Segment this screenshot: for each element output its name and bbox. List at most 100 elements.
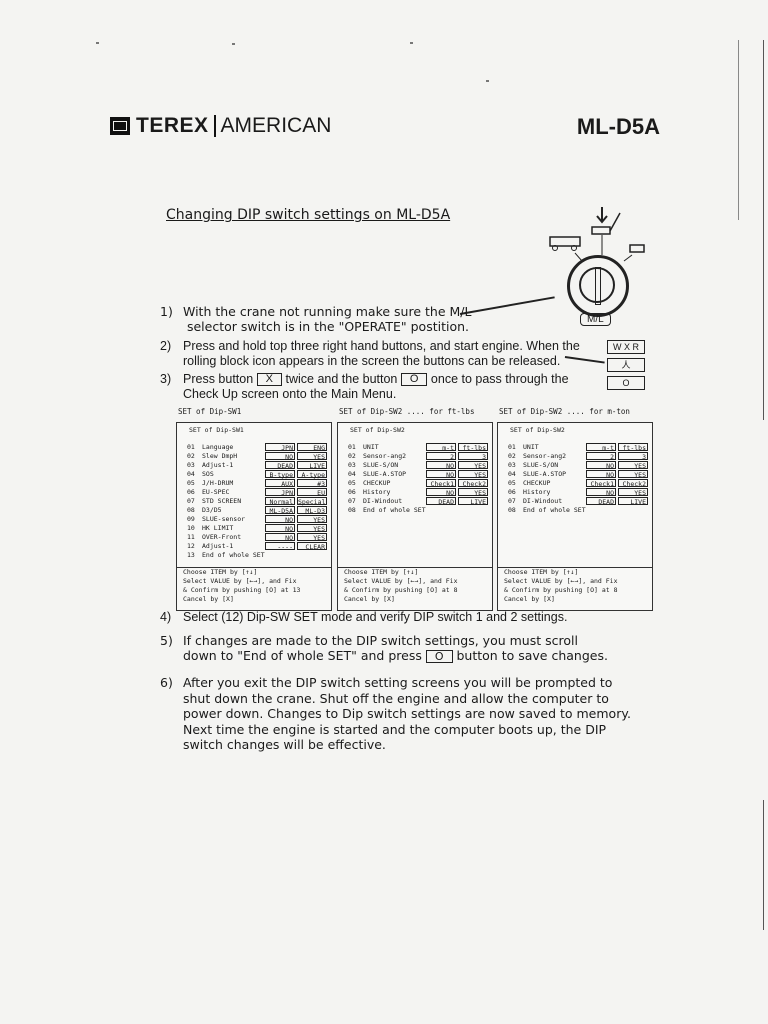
model-number: ML-D5A	[576, 114, 660, 139]
dip-setting-row: 13 End of whole SET	[187, 551, 265, 559]
option-value-2: ML-D3	[297, 506, 327, 515]
scan-speck	[232, 43, 235, 45]
panel-instructions: Choose ITEM by [↑↓]Select VALUE by [←→],…	[338, 567, 492, 610]
option-value-1: Check1	[586, 479, 616, 488]
option-value-2: LIVE	[618, 497, 648, 506]
option-value-2: CLEAR	[297, 542, 327, 551]
option-value-1: ML-D5A	[265, 506, 295, 515]
option-value-2: YES	[297, 533, 327, 542]
ml-selector-illustration: M/L	[540, 205, 660, 335]
panel-heading: SET of Dip-SW2	[350, 426, 405, 434]
option-value-2: YES	[297, 515, 327, 524]
rolling-block-button: 人	[607, 358, 645, 372]
crane-mode-icons	[549, 207, 645, 262]
brand-divider	[213, 115, 216, 137]
option-value-1: NO	[265, 452, 295, 461]
panel-instructions: Choose ITEM by [↑↓]Select VALUE by [←→],…	[177, 567, 331, 610]
scan-speck	[96, 42, 99, 44]
option-value-1: NO	[265, 533, 295, 542]
option-value-2: Check2	[458, 479, 488, 488]
option-value-2: YES	[458, 470, 488, 479]
option-value-1: Check1	[426, 479, 456, 488]
brand-name: TEREX	[136, 114, 209, 137]
option-value-1: NO	[586, 488, 616, 497]
option-value-2: Check2	[618, 479, 648, 488]
brand-subname: AMERICAN	[220, 114, 332, 137]
option-value-2: 3	[458, 452, 488, 461]
panel-caption-sw1: SET of Dip-SW1	[178, 407, 242, 416]
option-value-2: YES	[618, 461, 648, 470]
option-value-1: DEAD	[586, 497, 616, 506]
scan-speck	[486, 80, 489, 82]
option-value-2: EU	[297, 488, 327, 497]
wxr-button: W X R	[607, 340, 645, 354]
option-value-1: NO	[426, 461, 456, 470]
dip-setting-row: 08 End of whole SET	[348, 506, 426, 514]
option-value-2: YES	[618, 488, 648, 497]
option-value-2: ft-lbs	[458, 443, 488, 452]
option-value-2: YES	[458, 488, 488, 497]
option-value-1: ----	[265, 542, 295, 551]
dip-setting-row: 08 End of whole SET	[508, 506, 586, 514]
terex-crown-icon	[110, 117, 130, 135]
option-value-1: JPN	[265, 443, 295, 452]
option-value-1: Normal	[265, 497, 295, 506]
x-button-inline: X	[256, 373, 283, 387]
o-button-inline: O	[425, 650, 453, 663]
o-button-inline: O	[400, 373, 428, 387]
option-value-1: B-type	[265, 470, 295, 479]
scan-mark-right	[738, 40, 739, 220]
option-value-2: LIVE	[458, 497, 488, 506]
document-header: TEREX AMERICAN ML-D5A	[110, 114, 660, 144]
option-value-1: JPN	[265, 488, 295, 497]
option-value-1: DEAD	[265, 461, 295, 470]
option-value-1: DEAD	[426, 497, 456, 506]
option-value-1: AUX	[265, 479, 295, 488]
option-value-1: NO	[426, 488, 456, 497]
option-value-2: YES	[297, 452, 327, 461]
scan-speck	[410, 42, 413, 44]
selector-dial-icon	[567, 255, 629, 317]
option-value-1: 2	[586, 452, 616, 461]
panel-caption-sw2-mton: SET of Dip-SW2 .... for m-ton	[499, 407, 630, 416]
option-value-2: #3	[297, 479, 327, 488]
option-value-1: NO	[265, 524, 295, 533]
scan-edge-right-lower	[763, 800, 764, 930]
option-value-2: ft-lbs	[618, 443, 648, 452]
terex-logo: TEREX AMERICAN	[110, 114, 331, 138]
option-value-2: Special	[297, 497, 327, 506]
scan-edge-right	[763, 40, 764, 420]
option-value-1: NO	[586, 470, 616, 479]
option-value-1: NO	[426, 470, 456, 479]
panel-heading: SET of Dip-SW2	[510, 426, 565, 434]
option-value-2: A-type	[297, 470, 327, 479]
panel-caption-sw2-ftlbs: SET of Dip-SW2 .... for ft-lbs	[339, 407, 475, 416]
option-value-2: YES	[297, 524, 327, 533]
option-value-1: NO	[586, 461, 616, 470]
option-value-1: m-t	[586, 443, 616, 452]
